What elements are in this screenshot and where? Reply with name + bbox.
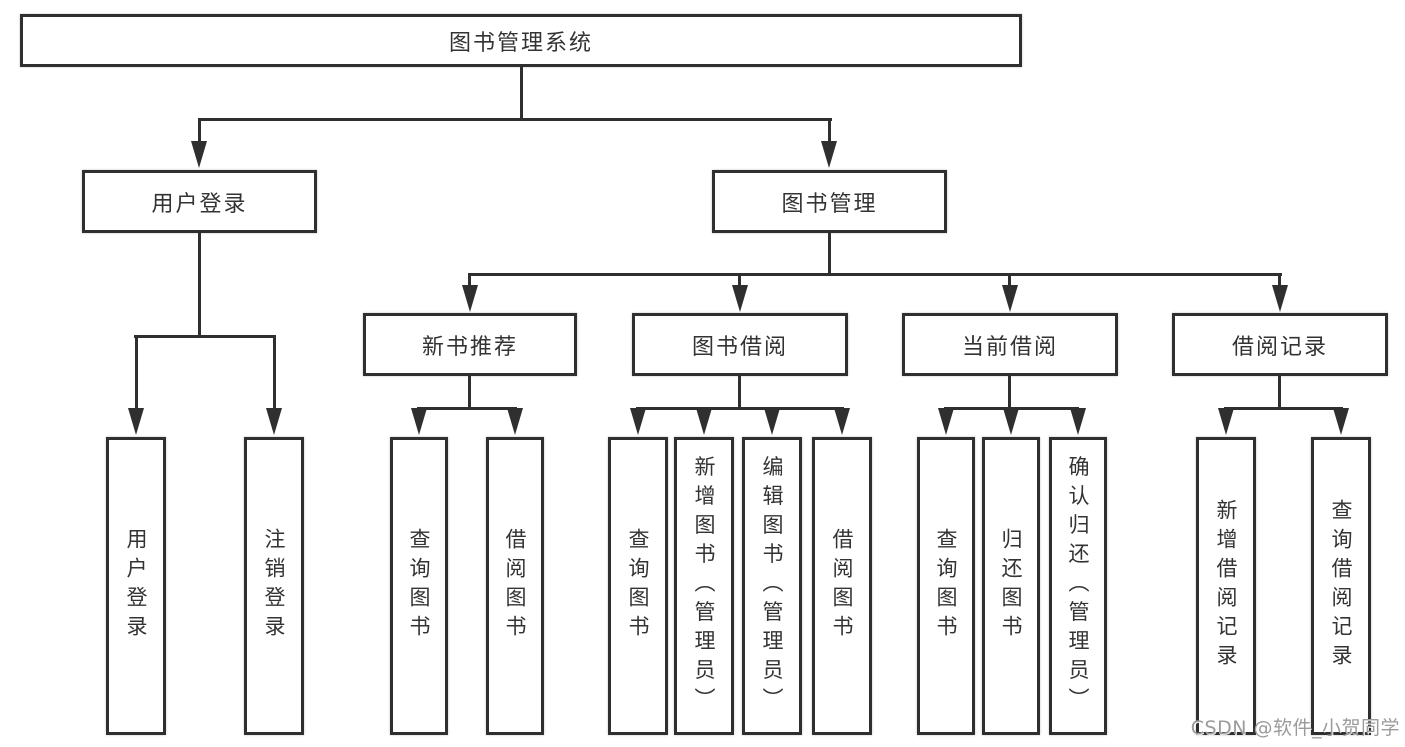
- node-book-borrow: 图书借阅: [632, 313, 848, 376]
- arrowhead-book-borrow: [732, 285, 748, 312]
- arrowhead-to-login: [191, 141, 207, 168]
- connector-current-stub: [1008, 376, 1011, 407]
- leaf-borrow-book-label: 借阅图书: [830, 528, 854, 644]
- node-current-borrow-label: 当前借阅: [961, 334, 1059, 360]
- connector-level1-rail: [198, 118, 832, 121]
- node-current-borrow: 当前借阅: [902, 313, 1118, 376]
- connector-records-rail: [1224, 407, 1343, 410]
- leaf-current-query-book: 查询图书: [917, 437, 975, 735]
- node-new-book-recommend-label: 新书推荐: [421, 334, 519, 360]
- connector-drop-current: [1008, 276, 1011, 287]
- connector-drop-recommend: [468, 276, 471, 287]
- arrowhead-records: [1272, 285, 1288, 312]
- watermark: CSDN @软件_小贺同学: [1190, 717, 1400, 739]
- leaf-add-borrow-record-label: 新增借阅记录: [1214, 499, 1238, 673]
- connector-drop-user-login: [135, 338, 138, 410]
- connector-login-rail: [134, 335, 276, 338]
- node-book-management-label: 图书管理: [781, 191, 878, 217]
- leaf-user-login: 用户登录: [106, 437, 166, 735]
- leaf-add-book-admin: 新增图书（管理员）: [674, 437, 734, 735]
- node-user-login-label: 用户登录: [151, 191, 248, 217]
- leaf-borrow-query-book-label: 查询图书: [626, 528, 650, 644]
- connector-login-stub: [198, 233, 201, 335]
- arrowhead-recommend-query: [411, 408, 427, 435]
- connector-drop-book-borrow: [738, 276, 741, 287]
- leaf-borrow-book: 借阅图书: [812, 437, 872, 735]
- arrowhead-current: [1002, 285, 1018, 312]
- leaf-return-book: 归还图书: [982, 437, 1040, 735]
- node-root-label: 图书管理系统: [448, 30, 594, 56]
- node-root: 图书管理系统: [20, 14, 1022, 67]
- arrowhead-user-login: [128, 408, 144, 435]
- arrowhead-confirm-return: [1070, 408, 1086, 435]
- leaf-query-borrow-record-label: 查询借阅记录: [1329, 499, 1353, 673]
- leaf-edit-book-admin-label: 编辑图书（管理员）: [760, 455, 784, 717]
- connector-mgmt-stub: [828, 233, 831, 273]
- leaf-borrow-query-book: 查询图书: [608, 437, 668, 735]
- leaf-recommend-borrow-book: 借阅图书: [486, 437, 544, 735]
- connector-borrow-stub: [738, 376, 741, 407]
- connector-level2-rail: [468, 273, 1282, 276]
- connector-drop-records: [1278, 276, 1281, 287]
- leaf-confirm-return-admin: 确认归还（管理员）: [1049, 437, 1107, 735]
- leaf-logout-label: 注销登录: [262, 528, 286, 644]
- leaf-current-query-book-label: 查询图书: [934, 528, 958, 644]
- arrowhead-query-record: [1333, 408, 1349, 435]
- leaf-recommend-query-book: 查询图书: [390, 437, 448, 735]
- node-borrow-records-label: 借阅记录: [1231, 334, 1329, 360]
- connector-borrow-rail: [636, 407, 844, 410]
- connector-drop-login: [198, 121, 201, 143]
- leaf-recommend-borrow-book-label: 借阅图书: [503, 528, 527, 644]
- leaf-edit-book-admin: 编辑图书（管理员）: [742, 437, 802, 735]
- node-new-book-recommend: 新书推荐: [363, 313, 577, 376]
- leaf-logout: 注销登录: [244, 437, 304, 735]
- connector-drop-mgmt: [828, 121, 831, 143]
- connector-recommend-stub: [468, 376, 471, 407]
- arrowhead-current-query: [938, 408, 954, 435]
- connector-recommend-rail: [417, 407, 517, 410]
- leaf-add-borrow-record: 新增借阅记录: [1196, 437, 1256, 735]
- arrowhead-recommend-borrow: [507, 408, 523, 435]
- connector-drop-logout: [273, 338, 276, 410]
- node-user-login: 用户登录: [82, 170, 317, 233]
- arrowhead-recommend: [462, 285, 478, 312]
- node-book-management: 图书管理: [712, 170, 947, 233]
- leaf-recommend-query-book-label: 查询图书: [407, 528, 431, 644]
- connector-root-stub: [520, 67, 523, 120]
- arrowhead-borrow-query: [630, 408, 646, 435]
- arrowhead-return-book: [1003, 408, 1019, 435]
- leaf-confirm-return-admin-label: 确认归还（管理员）: [1066, 455, 1090, 717]
- arrowhead-borrow-book: [834, 408, 850, 435]
- node-borrow-records: 借阅记录: [1172, 313, 1388, 376]
- leaf-user-login-label: 用户登录: [124, 528, 148, 644]
- arrowhead-edit-book: [764, 408, 780, 435]
- node-book-borrow-label: 图书借阅: [691, 334, 789, 360]
- leaf-query-borrow-record: 查询借阅记录: [1311, 437, 1371, 735]
- leaf-add-book-admin-label: 新增图书（管理员）: [692, 455, 716, 717]
- arrowhead-logout: [266, 408, 282, 435]
- leaf-return-book-label: 归还图书: [999, 528, 1023, 644]
- arrowhead-to-mgmt: [821, 141, 837, 168]
- arrowhead-add-record: [1218, 408, 1234, 435]
- connector-records-stub: [1278, 376, 1281, 407]
- arrowhead-add-book: [696, 408, 712, 435]
